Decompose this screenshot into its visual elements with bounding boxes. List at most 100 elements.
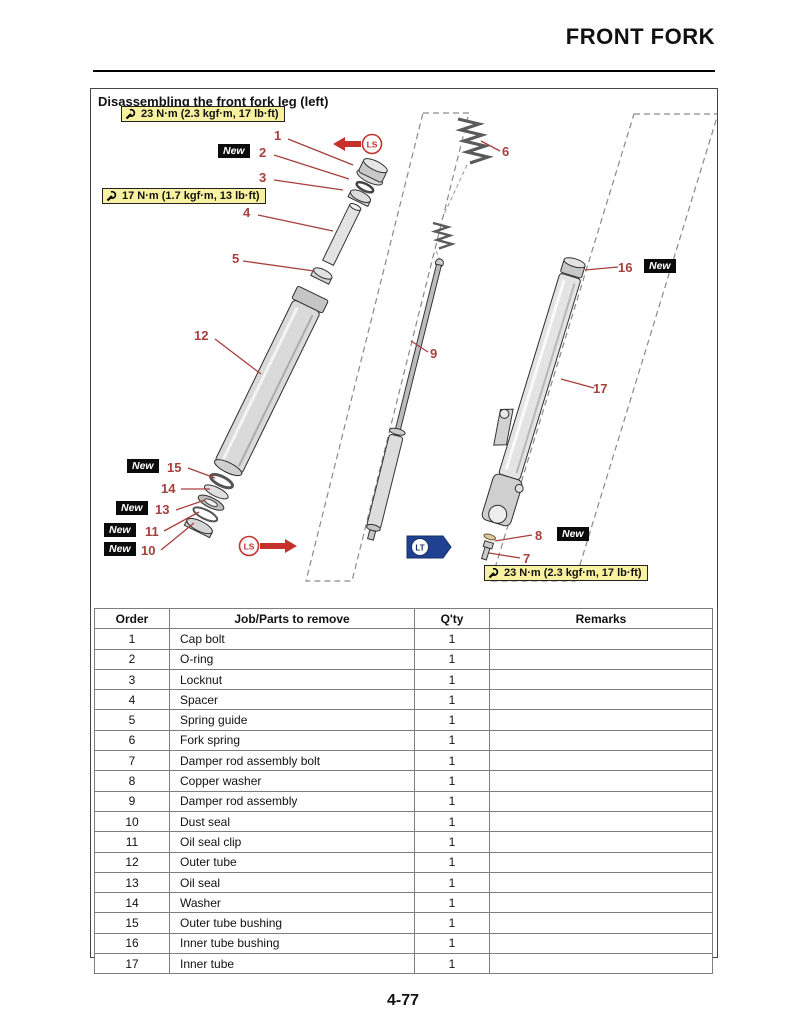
- torque-label-text: 17 N·m (1.7 kgf·m, 13 lb·ft): [122, 190, 260, 202]
- part-cell: Washer: [169, 892, 415, 914]
- part-cell: Copper washer: [169, 770, 415, 792]
- remarks-cell: [489, 912, 713, 934]
- order-cell: 4: [94, 689, 170, 711]
- part-cell: Fork spring: [169, 729, 415, 752]
- remarks-cell: [489, 932, 713, 955]
- qty-cell: 1: [414, 912, 490, 934]
- qty-cell: 1: [414, 628, 490, 650]
- callout-13: 13: [155, 502, 170, 517]
- remarks-cell: [489, 790, 713, 812]
- page-title: FRONT FORK: [565, 24, 715, 49]
- col-header-order: Order: [94, 607, 170, 630]
- callout-16: 16: [618, 260, 633, 275]
- col-header-remarks: Remarks: [489, 607, 713, 630]
- part-cell: Outer tube: [169, 851, 415, 873]
- order-cell: 14: [94, 892, 170, 914]
- remarks-cell: [489, 831, 713, 853]
- threadlock-lt-marker: LT: [406, 535, 452, 559]
- callout-6: 6: [502, 144, 510, 159]
- grease-ls-marker-bottom: LS: [238, 535, 297, 557]
- torque-label-top: 23 N·m (2.3 kgf·m, 17 lb·ft): [121, 106, 285, 122]
- spacer-shape: [322, 203, 362, 267]
- col-header-qty: Q'ty: [414, 607, 490, 630]
- o-ring-shape: [355, 180, 375, 194]
- lt-label: LT: [415, 544, 424, 553]
- remarks-cell: [489, 953, 713, 975]
- inner-tube-phantom-outline: [490, 113, 717, 582]
- fork-diagram-art: LS LS LT: [160, 112, 717, 582]
- part-cell: Dust seal: [169, 810, 415, 833]
- remarks-cell: [489, 851, 713, 873]
- new-badge: New: [104, 523, 136, 537]
- new-badge: New: [116, 501, 148, 515]
- order-cell: 7: [94, 750, 170, 772]
- outer-tube-shape: [215, 300, 320, 474]
- parts-table: Order Job/Parts to remove Q'ty Remarks 1…: [94, 607, 713, 975]
- callout-1: 1: [274, 128, 282, 143]
- torque-label-text: 23 N·m (2.3 kgf·m, 17 lb·ft): [504, 567, 642, 579]
- order-cell: 13: [94, 871, 170, 894]
- part-cell: Oil seal: [169, 871, 415, 894]
- part-cell: Spacer: [169, 689, 415, 711]
- part-cell: O-ring: [169, 648, 415, 670]
- spring-guide-shape: [313, 267, 333, 280]
- washer-shape: [203, 484, 229, 500]
- torque-label-bottom: 23 N·m (2.3 kgf·m, 17 lb·ft): [484, 565, 648, 581]
- callout-8: 8: [535, 528, 543, 543]
- figure-title: Disassembling the front fork leg (left): [98, 94, 329, 109]
- qty-cell: 1: [414, 750, 490, 772]
- part-cell: Spring guide: [169, 709, 415, 731]
- fork-spring-drawing: [430, 117, 494, 261]
- order-cell: 8: [94, 770, 170, 792]
- exploded-diagram: Disassembling the front fork leg (left): [91, 89, 717, 606]
- callout-leader-lines: [160, 138, 619, 559]
- callout-11: 11: [145, 524, 159, 539]
- new-badge: New: [644, 259, 676, 273]
- remarks-cell: [489, 729, 713, 752]
- order-cell: 5: [94, 709, 170, 731]
- order-cell: 1: [94, 628, 170, 650]
- part-cell: Damper rod assembly bolt: [169, 750, 415, 772]
- qty-cell: 1: [414, 932, 490, 955]
- part-cell: Oil seal clip: [169, 831, 415, 853]
- part-cell: Inner tube bushing: [169, 932, 415, 955]
- col-header-job: Job/Parts to remove: [169, 607, 415, 630]
- callout-4: 4: [243, 205, 251, 220]
- callout-10: 10: [141, 543, 156, 558]
- qty-cell: 1: [414, 851, 490, 873]
- grease-ls-marker-top: LS: [333, 133, 383, 155]
- callout-5: 5: [232, 251, 240, 266]
- qty-cell: 1: [414, 770, 490, 792]
- qty-cell: 1: [414, 709, 490, 731]
- oil-seal-clip-shape: [192, 506, 219, 523]
- order-cell: 10: [94, 810, 170, 833]
- torque-label-mid: 17 N·m (1.7 kgf·m, 13 lb·ft): [102, 188, 266, 204]
- qty-cell: 1: [414, 729, 490, 752]
- caliper-bracket-shape: [493, 408, 514, 446]
- remarks-cell: [489, 750, 713, 772]
- torque-label-text: 23 N·m (2.3 kgf·m, 17 lb·ft): [141, 108, 279, 120]
- callout-3: 3: [259, 170, 267, 185]
- part-cell: Inner tube: [169, 953, 415, 975]
- order-cell: 16: [94, 932, 170, 955]
- remarks-cell: [489, 709, 713, 731]
- qty-cell: 1: [414, 648, 490, 670]
- part-cell: Outer tube bushing: [169, 912, 415, 934]
- page-number: 4-77: [386, 992, 420, 1009]
- callout-7: 7: [523, 551, 531, 566]
- qty-cell: 1: [414, 871, 490, 894]
- new-badge: New: [218, 144, 250, 158]
- part-cell: Cap bolt: [169, 628, 415, 650]
- copper-washer-shape: [483, 533, 497, 541]
- callout-9: 9: [430, 346, 438, 361]
